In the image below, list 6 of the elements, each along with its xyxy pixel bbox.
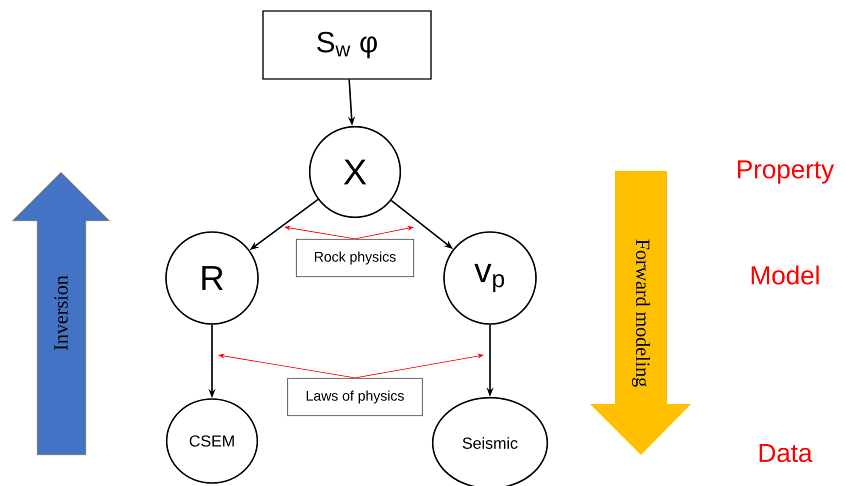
level-label: Data — [760, 444, 812, 462]
label-box: Rock physics — [296, 238, 414, 278]
level-label: Property — [738, 160, 834, 184]
label-box: Laws of physics — [287, 378, 423, 416]
formula-box: S$_{w}$ φ — [262, 10, 432, 80]
level-label: Model — [752, 265, 819, 285]
